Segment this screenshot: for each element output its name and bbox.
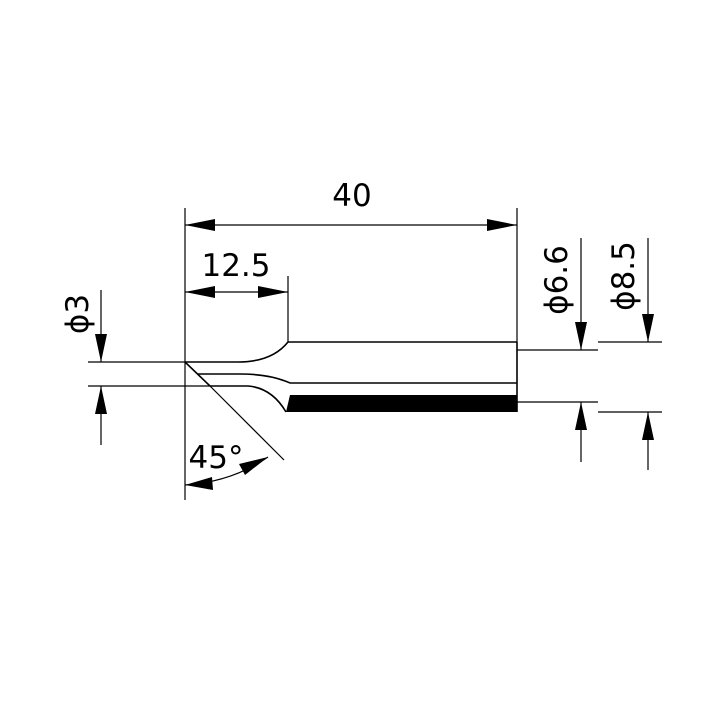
angle-extension-line: [209, 385, 285, 461]
dimension-12-5: 12.5: [185, 248, 288, 298]
dimension-phi-3: ϕ3: [60, 290, 107, 445]
dim-12-5-arrow-left: [185, 286, 215, 298]
dim-40-arrow-left: [185, 219, 215, 231]
dim-phi3-label: ϕ3: [60, 294, 96, 334]
taper-inner-curve: [198, 373, 291, 384]
angle-label: 45°: [189, 440, 244, 476]
taper-top-curve: [185, 341, 289, 363]
part-outline: [184, 341, 518, 413]
dim-12-5-arrow-right: [258, 286, 288, 298]
dim-phi66-arrow-top: [575, 322, 587, 350]
dimension-phi-8-5: ϕ8.5: [606, 238, 654, 470]
dimension-phi-6-6: ϕ6.6: [539, 238, 587, 462]
extension-lines: [88, 208, 662, 500]
dim-40-arrow-right: [487, 219, 517, 231]
dim-40-label: 40: [332, 178, 371, 214]
shank-shaded-band: [286, 395, 517, 412]
angle-arrow-left: [185, 477, 213, 490]
dimension-angle-45: 45°: [184, 440, 269, 490]
dim-phi66-label: ϕ6.6: [539, 245, 575, 315]
dim-phi85-label: ϕ8.5: [606, 241, 642, 311]
taper-bottom-curve: [210, 385, 287, 413]
chisel-face: [184, 361, 211, 387]
dim-12-5-label: 12.5: [201, 248, 270, 284]
dim-phi3-arrow-top: [95, 334, 107, 362]
dim-phi66-arrow-bottom: [575, 402, 587, 430]
angle-arrow-right: [239, 457, 268, 475]
dim-phi85-arrow-top: [642, 314, 654, 342]
dim-phi85-arrow-bottom: [642, 412, 654, 440]
dim-phi3-arrow-bottom: [95, 386, 107, 414]
dimension-40: 40: [185, 178, 517, 231]
